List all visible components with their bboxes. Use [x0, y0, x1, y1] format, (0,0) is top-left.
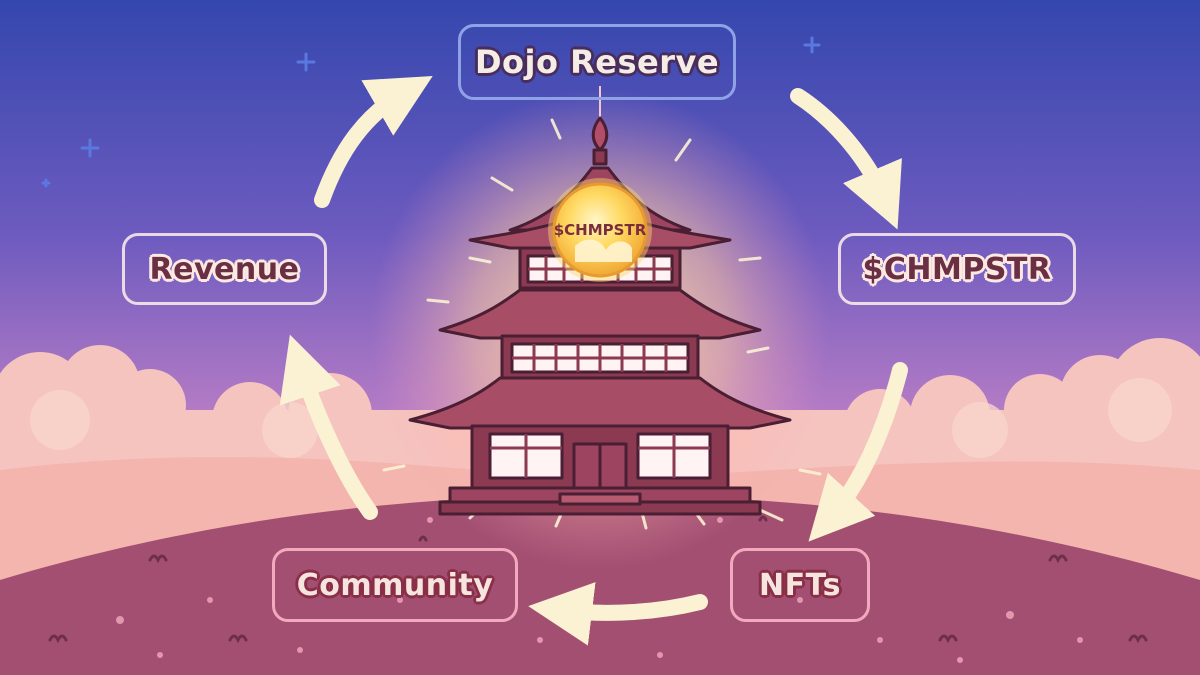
near-hill	[0, 495, 1200, 675]
hill-decoration	[116, 517, 1083, 663]
cycle-node-chmpstr: $CHMPSTR	[838, 233, 1076, 305]
arrow-icon	[279, 76, 908, 646]
pagoda-icon	[408, 86, 792, 516]
sparkle-icon	[41, 36, 821, 188]
cycle-node-nfts: NFTs	[730, 548, 870, 622]
cycle-node-dojo-reserve: Dojo Reserve	[458, 24, 736, 100]
coin-icon: $CHMPSTR	[548, 178, 652, 282]
cycle-node-revenue: Revenue	[122, 233, 327, 305]
coin-label: $CHMPSTR	[554, 221, 647, 239]
cycle-node-community: Community	[272, 548, 518, 622]
